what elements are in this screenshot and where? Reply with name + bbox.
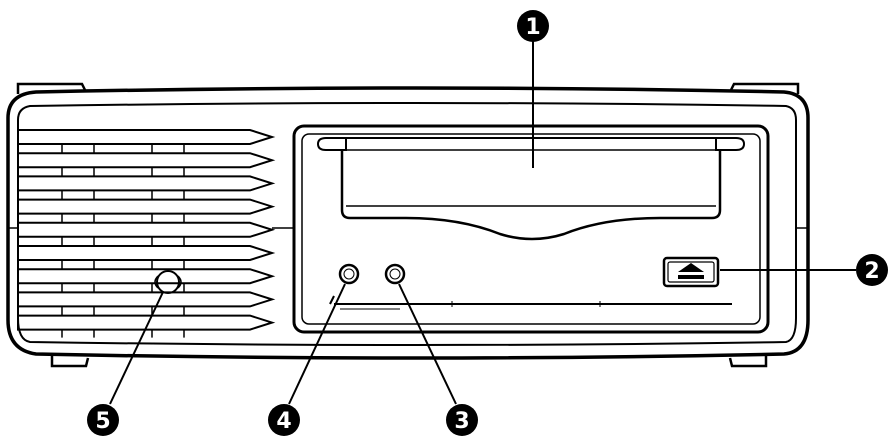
vent-slat <box>17 129 276 145</box>
callout-3-marker <box>446 404 478 436</box>
enclosure-bezel <box>17 102 797 346</box>
drive-panel-inner <box>301 133 761 325</box>
callout-3-label: 3 <box>454 409 469 434</box>
leader-lines <box>109 40 856 405</box>
vent-slat <box>17 175 276 192</box>
lower-ridge <box>329 295 732 310</box>
vent-slat <box>17 245 276 261</box>
ready-led <box>338 263 360 285</box>
vent-slat <box>17 268 276 285</box>
ventilation-grille <box>17 129 276 338</box>
corner-feet <box>16 82 800 368</box>
enclosure-outline <box>6 86 810 360</box>
eject-button <box>662 256 720 288</box>
callout-2-marker <box>856 254 888 286</box>
power-led <box>154 270 182 294</box>
vent-slat <box>17 152 276 169</box>
callout-5-marker <box>87 404 119 436</box>
callout-2: 2 <box>856 254 888 286</box>
vent-slat <box>17 314 276 331</box>
tape-slot <box>316 137 746 241</box>
vent-slat <box>17 221 276 238</box>
callout-4-marker <box>268 404 300 436</box>
callout-1: 1 <box>517 10 549 42</box>
callout-2-label: 2 <box>864 259 879 284</box>
vent-slat <box>17 198 276 215</box>
callout-5-label: 5 <box>95 409 110 434</box>
callout-5: 5 <box>87 404 119 436</box>
drive-led <box>384 263 406 285</box>
callout-1-label: 1 <box>525 15 540 40</box>
callout-1-marker <box>517 10 549 42</box>
callout-3: 3 <box>446 404 478 436</box>
callout-4: 4 <box>268 404 300 436</box>
vent-slat <box>17 291 276 308</box>
callout-4-label: 4 <box>276 409 291 434</box>
drive-panel-outer <box>292 124 770 334</box>
